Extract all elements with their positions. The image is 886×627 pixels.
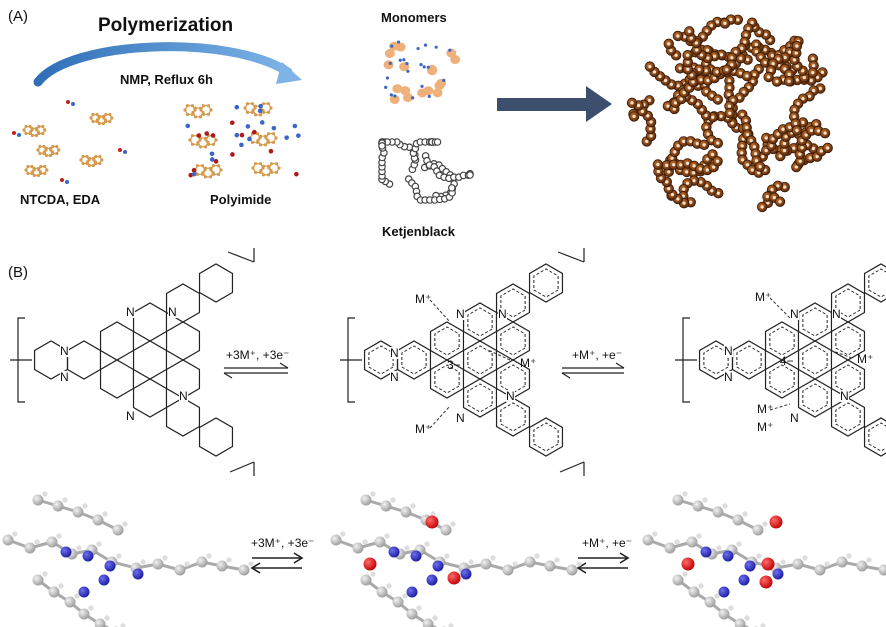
equilibrium-arrow-4	[576, 552, 630, 574]
nitrogen-atom-label: N	[168, 305, 177, 319]
cation-label: M⁺	[755, 290, 772, 304]
nitrogen-atom-label: N	[506, 389, 515, 403]
nitrogen-atom-label: N	[832, 307, 841, 321]
ketjenblack-illustration	[378, 138, 474, 204]
nitrogen-atom-label: N	[724, 370, 733, 384]
nitrogen-atom-label: N	[456, 307, 465, 321]
ntcda-eda-molecules	[12, 100, 127, 184]
nitrogen-atom-label: N	[790, 307, 799, 321]
step2-label: +M⁺, +e⁻	[572, 348, 623, 362]
nitrogen-atom-label: N	[60, 344, 69, 358]
nitrogen-atom-label: N	[390, 346, 399, 360]
nitrogen-atom-label: N	[126, 305, 135, 319]
charge-3minus: 3−	[447, 358, 461, 372]
reactants-label: NTCDA, EDA	[20, 192, 101, 207]
reaction-condition: NMP, Reflux 6h	[120, 72, 213, 87]
product-label: Polyimide	[210, 192, 272, 207]
nitrogen-atom-label: N	[179, 389, 188, 403]
composite-particle	[626, 14, 833, 213]
panel-b-label: (B)	[8, 264, 28, 281]
cation-label: M⁺	[757, 420, 774, 434]
nitrogen-atom-label: N	[390, 370, 399, 384]
nitrogen-atom-label: N	[790, 411, 799, 425]
ball-stick-model-4m	[642, 491, 886, 627]
monomers-illustration	[383, 40, 461, 104]
nitrogen-atom-label: N	[724, 344, 733, 358]
polyimide-molecules	[183, 102, 301, 179]
polymerization-arc-arrow	[33, 42, 302, 87]
nitrogen-atom-label: N	[60, 370, 69, 384]
ball-stick-model-3m	[330, 491, 582, 627]
nitrogen-atom-label: N	[126, 409, 135, 423]
charge-4minus: 4−	[780, 354, 794, 368]
cation-label: M⁺	[415, 292, 432, 306]
equilibrium-arrow-2	[561, 362, 625, 379]
nitrogen-atom-label: N	[456, 411, 465, 425]
cation-label: M⁺	[857, 352, 874, 366]
cation-label: M⁺	[757, 402, 774, 416]
step1-label-bottom: +3M⁺, +3e⁻	[251, 536, 315, 550]
ketjenblack-label: Ketjenblack	[382, 224, 455, 239]
polymerization-title: Polymerization	[98, 15, 234, 36]
step1-label: +3M⁺, +3e⁻	[226, 348, 290, 362]
structural-formulas	[10, 248, 886, 476]
cation-label: M⁺	[415, 422, 432, 436]
ball-stick-model-neutral	[2, 491, 254, 627]
equilibrium-arrow-1	[223, 362, 289, 379]
cation-label: M⁺	[520, 356, 537, 370]
composite-arrow	[497, 86, 612, 122]
step2-label-bottom: +M⁺, +e⁻	[582, 536, 633, 550]
nitrogen-atom-label: N	[840, 389, 849, 403]
nitrogen-atom-label: N	[498, 307, 507, 321]
panel-a-label: (A)	[8, 8, 28, 25]
equilibrium-arrow-3	[250, 552, 304, 574]
monomers-label: Monomers	[381, 10, 447, 25]
